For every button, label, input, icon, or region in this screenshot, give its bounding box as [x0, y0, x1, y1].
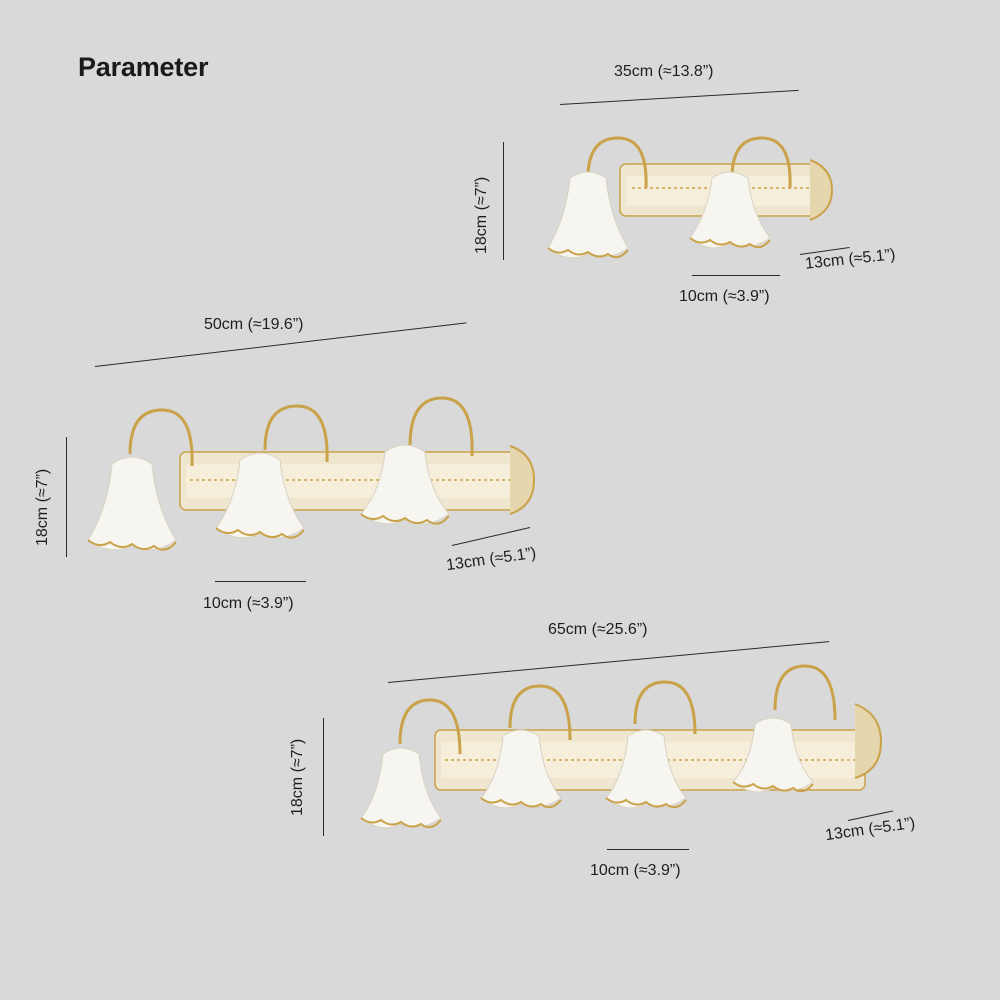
width-label: 35cm (≈13.8”) — [614, 63, 714, 80]
glass-shade — [360, 717, 814, 829]
height-label: 18cm (≈7”) — [34, 468, 51, 546]
arm — [128, 396, 474, 467]
shade-width-label: 10cm (≈3.9”) — [203, 595, 294, 612]
width-dimension-line — [559, 89, 799, 105]
width-label: 50cm (≈19.6”) — [204, 316, 304, 333]
shade-width-line — [607, 849, 689, 850]
page-title: Parameter — [78, 52, 209, 82]
glass-shade — [87, 444, 450, 551]
shade-width-line — [215, 581, 306, 582]
height-label: 18cm (≈7”) — [289, 738, 306, 816]
shade-width-label: 10cm (≈3.9”) — [679, 288, 770, 305]
width-label: 65cm (≈25.6”) — [548, 621, 648, 638]
height-dimension-line — [66, 437, 67, 557]
sconce-2-light-image — [547, 136, 834, 259]
arm — [398, 664, 837, 755]
height-label: 18cm (≈7”) — [473, 176, 490, 254]
shade-width-label: 10cm (≈3.9”) — [590, 862, 681, 879]
sconce-3-light-image — [87, 396, 536, 551]
sconce-4-light-image — [360, 664, 883, 829]
height-dimension-line — [323, 718, 324, 836]
height-dimension-line — [503, 142, 504, 260]
glass-shade — [547, 171, 771, 259]
arm — [586, 136, 792, 189]
shade-width-line — [692, 275, 780, 276]
